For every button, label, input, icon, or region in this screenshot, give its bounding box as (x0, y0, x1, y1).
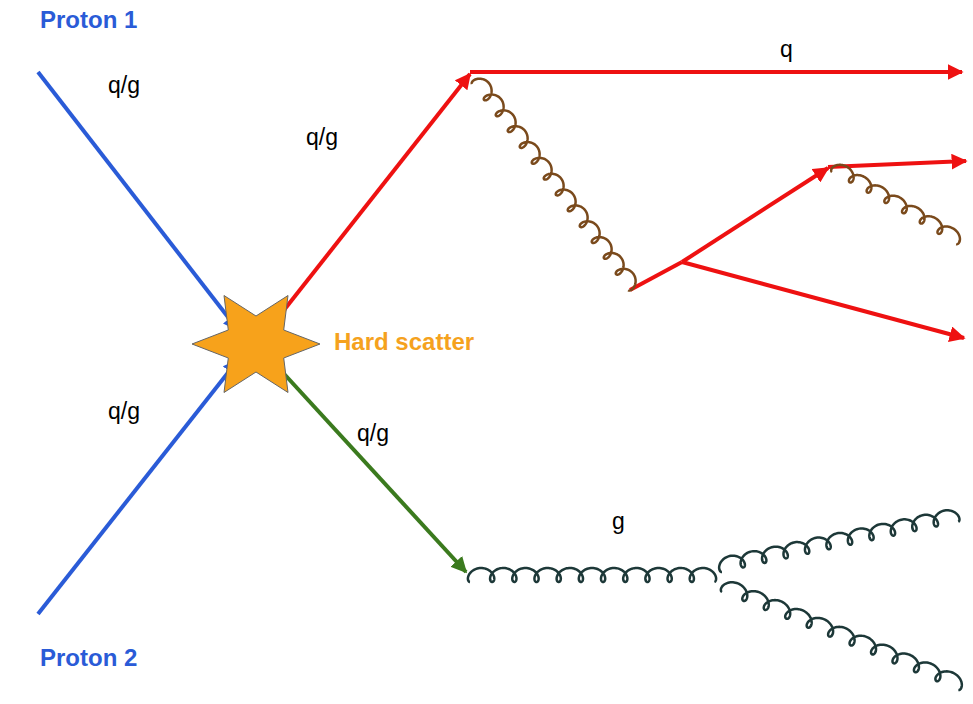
hard-scatter-star (192, 296, 320, 393)
parton-label: q/g (108, 72, 140, 98)
gluon-coil (721, 582, 962, 690)
gluon-coil (831, 165, 960, 244)
quark-pair-line (682, 168, 828, 262)
gluon-coil (468, 568, 716, 582)
quark-line (470, 70, 962, 74)
hard-scatter-label: Hard scatter (334, 328, 474, 356)
parton-label: q/g (357, 420, 389, 446)
proton-label: Proton 1 (40, 6, 137, 34)
gluon-coil (719, 510, 959, 572)
quark-label: q (780, 36, 793, 62)
quark-pair-line (682, 262, 964, 338)
parton-label: q/g (306, 124, 338, 150)
gluon-coil (472, 79, 636, 291)
quark-pair-line (630, 262, 682, 290)
quark-pair-line (828, 161, 966, 167)
proton-label: Proton 2 (40, 644, 137, 672)
outgoing-parton-line (262, 74, 470, 338)
gluon-label: g (612, 508, 625, 534)
incoming-parton-line (38, 72, 238, 330)
incoming-parton-line (38, 360, 238, 614)
outgoing-parton-line (264, 352, 466, 572)
parton-label: q/g (108, 398, 140, 424)
